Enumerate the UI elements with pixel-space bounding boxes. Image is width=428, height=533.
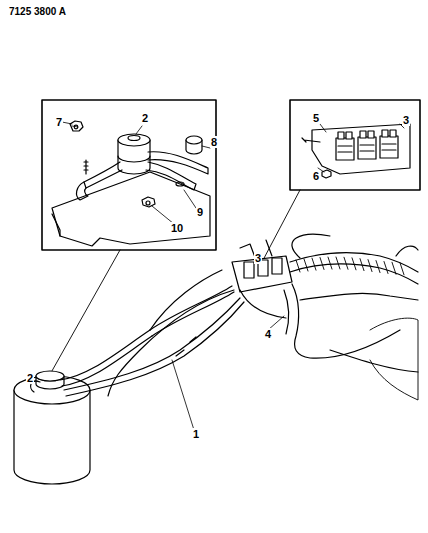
wrap-stripe (352, 258, 356, 270)
callout-number: 5 (312, 112, 320, 124)
callout-number: 8 (210, 136, 218, 148)
callout-number: 10 (170, 222, 184, 234)
callout-number: 6 (312, 170, 320, 182)
wrap-stripe (328, 257, 332, 269)
callout-number: 7 (55, 116, 63, 128)
figure-code: 7125 3800 A (8, 6, 67, 18)
nut (70, 121, 155, 207)
mounting-plate (52, 172, 210, 246)
harness-wrap (296, 257, 404, 275)
callout-number: 3 (254, 252, 262, 264)
wrap-stripe (296, 260, 300, 272)
wrap-stripe (304, 259, 308, 271)
wrap-stripe (312, 258, 316, 270)
wrap-stripe (360, 259, 364, 271)
solenoid-block (232, 240, 292, 292)
wiring-harness (240, 234, 418, 372)
plug (186, 136, 202, 154)
hoses (77, 152, 208, 200)
callout-number: 2 (141, 112, 149, 124)
callout-number: 4 (264, 328, 272, 340)
engine-outline (370, 318, 418, 400)
wrap-stripe (320, 257, 324, 269)
wrap-stripe (336, 257, 340, 269)
wrap-stripe (400, 263, 404, 275)
wrap-stripe (368, 260, 372, 272)
vacuum-valve (118, 134, 150, 174)
inset-frame (42, 100, 216, 250)
canister (14, 330, 152, 484)
wrap-stripe (384, 262, 388, 274)
leader-line (172, 360, 194, 430)
wrap-stripe (344, 257, 348, 269)
leader-lines (62, 122, 210, 224)
callout-number: 3 (402, 114, 410, 126)
vacuum-hoses (64, 270, 244, 396)
callout-number: 1 (192, 428, 200, 440)
callout-number: 9 (196, 206, 204, 218)
callout-number: 2 (26, 372, 34, 384)
screw (302, 138, 320, 142)
inset-frame (290, 100, 420, 190)
wrap-stripe (376, 261, 380, 273)
wrap-stripe (392, 262, 396, 274)
